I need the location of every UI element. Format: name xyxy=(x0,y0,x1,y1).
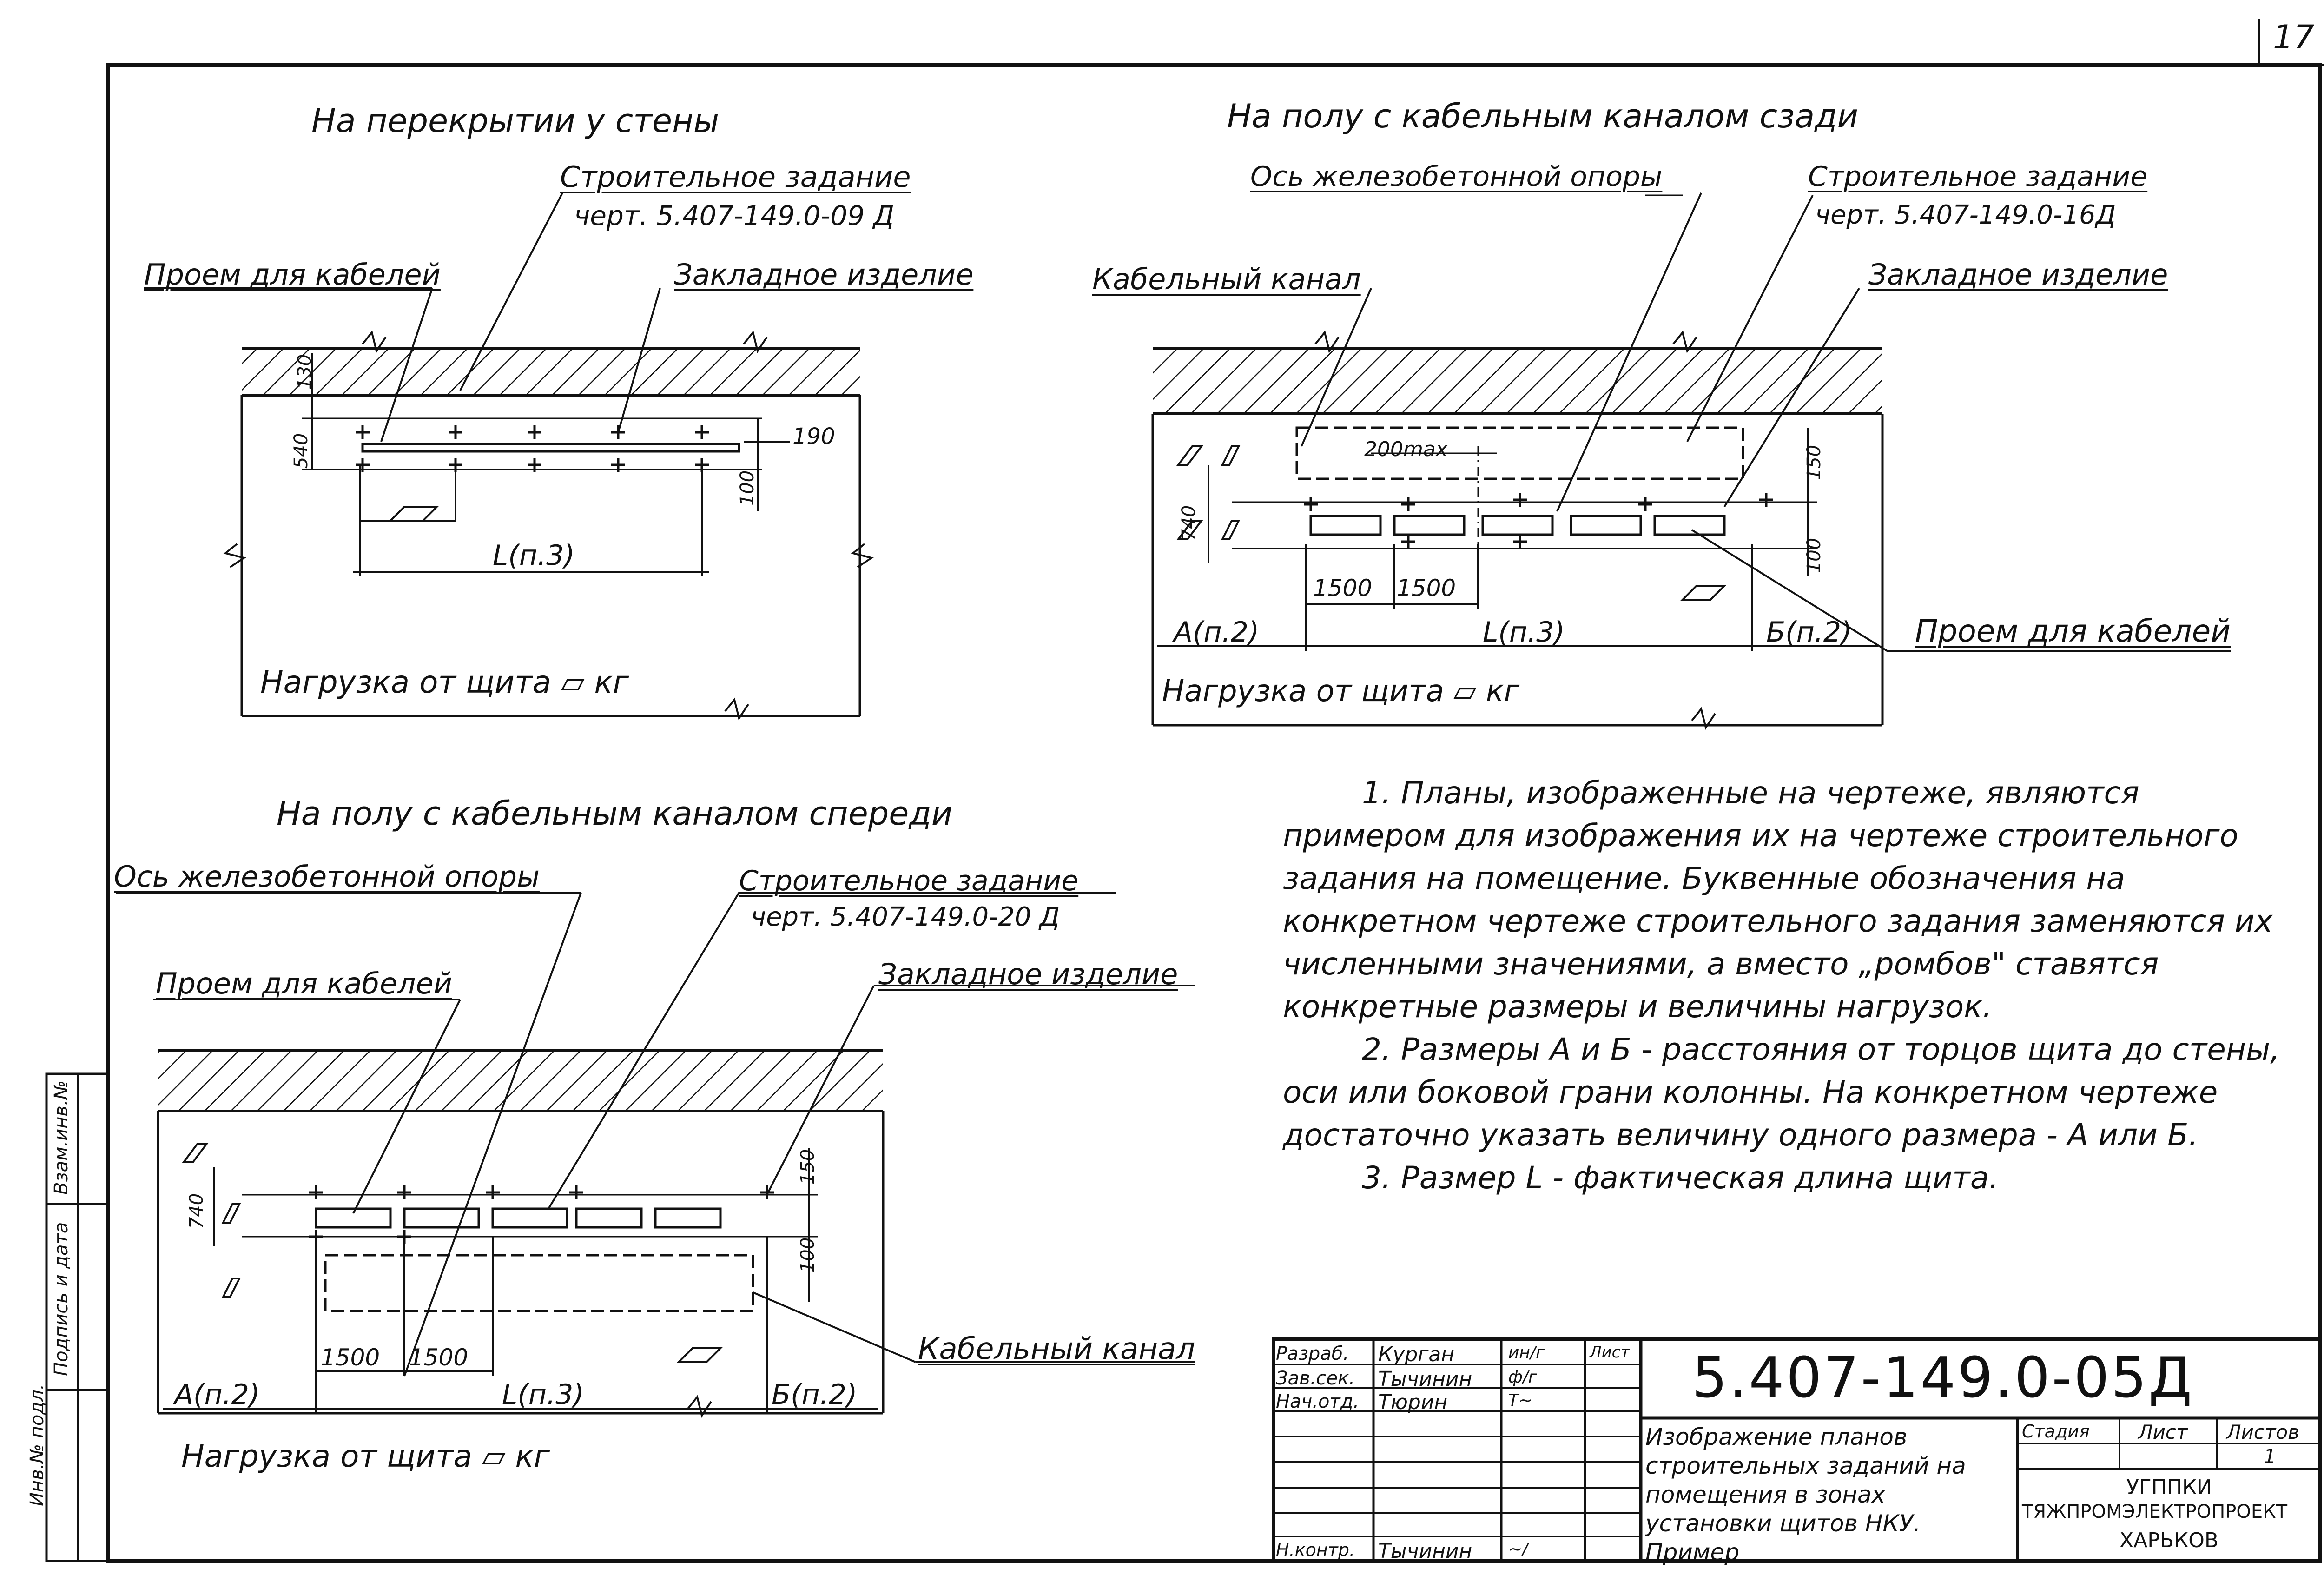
tb-role-3: Нач.отд. xyxy=(1276,1391,1360,1412)
plan-2-channel-label: Кабельный канал xyxy=(1092,262,1361,296)
plan-2-embedded-label: Закладное изделие xyxy=(1868,258,2168,291)
plan-2-dim-100: 100 xyxy=(1803,537,1825,574)
plan-2-task-drawing: черт. 5.407-149.0-16Д xyxy=(1815,200,2116,230)
plan-1-load-label: Нагрузка от щита ▱ кг xyxy=(260,664,629,700)
tb-sheets-label: Листов xyxy=(2226,1421,2299,1443)
tb-sign-3: Т~ xyxy=(1508,1391,1533,1410)
tb-sign-2: ф/г xyxy=(1508,1368,1537,1387)
plan-2-axis-label: Ось железобетонной опоры xyxy=(1250,160,1663,193)
tb-control-name: Тычинин xyxy=(1378,1539,1472,1563)
tb-name-1: Курган xyxy=(1378,1343,1455,1366)
plan-3-title: На полу с кабельным каналом спереди xyxy=(277,794,953,833)
plan-2-graphics xyxy=(1151,192,2231,730)
plan-2-dim-1500-b: 1500 xyxy=(1397,575,1456,602)
plan-3-dim-100: 100 xyxy=(797,1237,819,1273)
plan-2-dim-B: Б(п.2) xyxy=(1766,616,1852,649)
plan-3-axis-label: Ось железобетонной опоры xyxy=(114,860,540,894)
notes-block: 1. Планы, изображенные на чертеже, являю… xyxy=(1283,772,2305,1199)
note-1: 1. Планы, изображенные на чертеже, являю… xyxy=(1283,775,2273,1025)
plan-1-dim-L: L(п.3) xyxy=(493,539,575,572)
plan-2-title: На полу с кабельным каналом сзади xyxy=(1227,97,1858,135)
plan-3-dim-A: А(п.2) xyxy=(174,1378,260,1411)
plan-1-embedded-label: Закладное изделие xyxy=(674,258,974,291)
plan-3-task-drawing: черт. 5.407-149.0-20 Д xyxy=(751,902,1060,932)
plan-2-dim-200max: 200max xyxy=(1364,437,1448,461)
plan-2-dim-1500-a: 1500 xyxy=(1313,575,1373,602)
plan-2-dim-L: L(п.3) xyxy=(1483,616,1565,649)
tb-role-2: Зав.сек. xyxy=(1276,1368,1355,1389)
tb-role-1: Разраб. xyxy=(1276,1343,1349,1364)
plan-1-dim-130: 130 xyxy=(294,354,316,390)
tb-sheet-col: Лист xyxy=(1590,1343,1630,1362)
tb-control-role: Н.контр. xyxy=(1276,1540,1355,1560)
plan-1-task-label: Строительное задание xyxy=(560,160,911,194)
tb-list-label: Лист xyxy=(2138,1421,2188,1443)
plan-2-dim-740: 740 xyxy=(1178,505,1200,541)
plan-3-embedded-label: Закладное изделие xyxy=(878,957,1178,991)
page-number: 17 xyxy=(2273,18,2315,56)
tb-org-2: ТЯЖПРОМЭЛЕКТРОПРОЕКТ xyxy=(2022,1501,2288,1523)
plan-2-load-label: Нагрузка от щита ▱ кг xyxy=(1162,674,1520,708)
title-block-grid xyxy=(1272,1337,2322,1563)
plan-1-opening-label: Проем для кабелей xyxy=(144,258,441,291)
plan-1-title: На перекрытии у стены xyxy=(311,102,720,140)
tb-stage-label: Стадия xyxy=(2022,1421,2090,1442)
document-code: 5.407-149.0-05Д xyxy=(1692,1346,2194,1410)
tb-title-text: Изображение планов строительных заданий … xyxy=(1645,1423,1966,1566)
plan-3-task-label: Строительное задание xyxy=(739,865,1079,897)
side-stamp-inv: Инв.№ подл. xyxy=(26,1384,48,1506)
plan-2-task-label: Строительное задание xyxy=(1808,160,2148,193)
plan-3-dim-1500-b: 1500 xyxy=(409,1344,469,1371)
plan-3-load-label: Нагрузка от щита ▱ кг xyxy=(181,1438,550,1474)
plan-3-channel-label: Кабельный канал xyxy=(918,1332,1195,1366)
tb-name-2: Тычинин xyxy=(1378,1367,1472,1391)
plan-3-dim-L: L(п.3) xyxy=(502,1378,584,1411)
side-stamp-repl: Взам.инв.№ xyxy=(51,1080,72,1195)
side-stamp-sign: Подпись и дата xyxy=(51,1222,72,1376)
note-2: 2. Размеры А и Б - расстояния от торцов … xyxy=(1283,1032,2280,1153)
plan-3-dim-740: 740 xyxy=(186,1193,208,1229)
plan-3-opening-label: Проем для кабелей xyxy=(156,967,452,1000)
sheet-frame xyxy=(106,19,2324,1563)
plan-1-dim-100: 100 xyxy=(737,470,759,506)
plan-2-opening-label: Проем для кабелей xyxy=(1915,613,2231,649)
tb-control-sign: ~/ xyxy=(1508,1540,1528,1559)
tb-sheets-value: 1 xyxy=(2264,1445,2276,1468)
plan-1-graphics xyxy=(144,192,874,721)
plan-1-dim-540: 540 xyxy=(290,433,312,469)
plan-3-dim-1500-a: 1500 xyxy=(321,1344,380,1371)
tb-org-1: УГППКИ xyxy=(2126,1476,2212,1499)
plan-3-dim-B: Б(п.2) xyxy=(772,1378,858,1411)
tb-org-3: ХАРЬКОВ xyxy=(2119,1529,2219,1552)
plan-2-dim-150: 150 xyxy=(1803,444,1825,481)
plan-3-dim-150: 150 xyxy=(797,1149,819,1185)
note-3: 3. Размер L - фактическая длина щита. xyxy=(1362,1160,1999,1196)
side-stamp xyxy=(45,1072,109,1562)
plan-1-dim-190: 190 xyxy=(792,424,835,450)
plan-3-graphics xyxy=(116,892,1195,1418)
tb-name-3: Тюрин xyxy=(1378,1390,1448,1414)
tb-sign-1: ин/г xyxy=(1508,1343,1545,1362)
plan-1-task-drawing: черт. 5.407-149.0-09 Д xyxy=(574,200,894,232)
plan-2-dim-A: А(п.2) xyxy=(1174,616,1260,649)
